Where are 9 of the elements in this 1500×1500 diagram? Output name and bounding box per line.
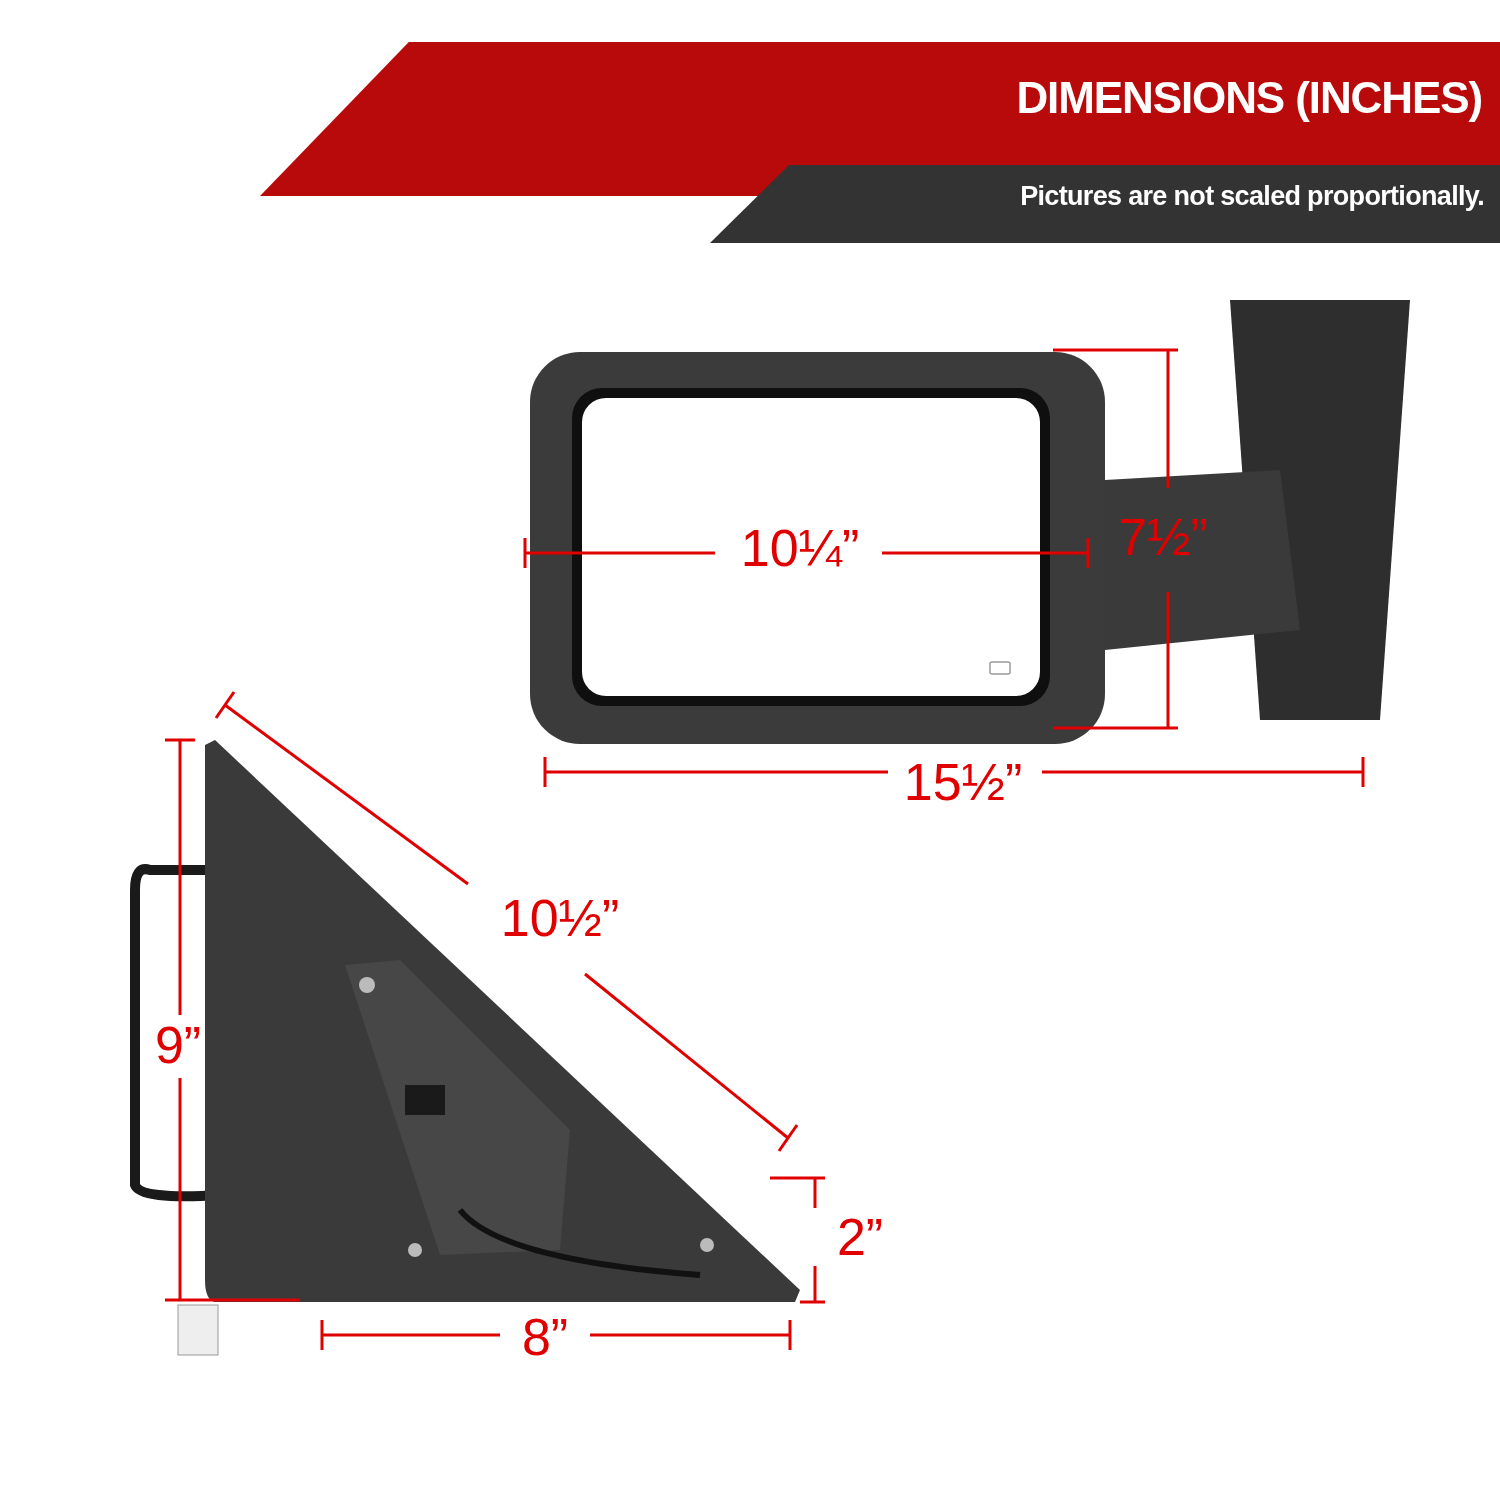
dimension-label: 10½”	[500, 892, 620, 944]
dimension-label: 10¼”	[740, 522, 860, 574]
title: DIMENSIONS (INCHES)	[1016, 76, 1482, 120]
dimension-label: 9”	[154, 1019, 202, 1071]
dimension-label: 7½”	[1118, 511, 1208, 563]
dimension-label: 15½”	[903, 756, 1023, 808]
dimension-label: 2”	[836, 1211, 884, 1263]
dimension-label: 8”	[521, 1311, 569, 1363]
caption: Pictures are not scaled proportionally.	[1020, 183, 1484, 210]
